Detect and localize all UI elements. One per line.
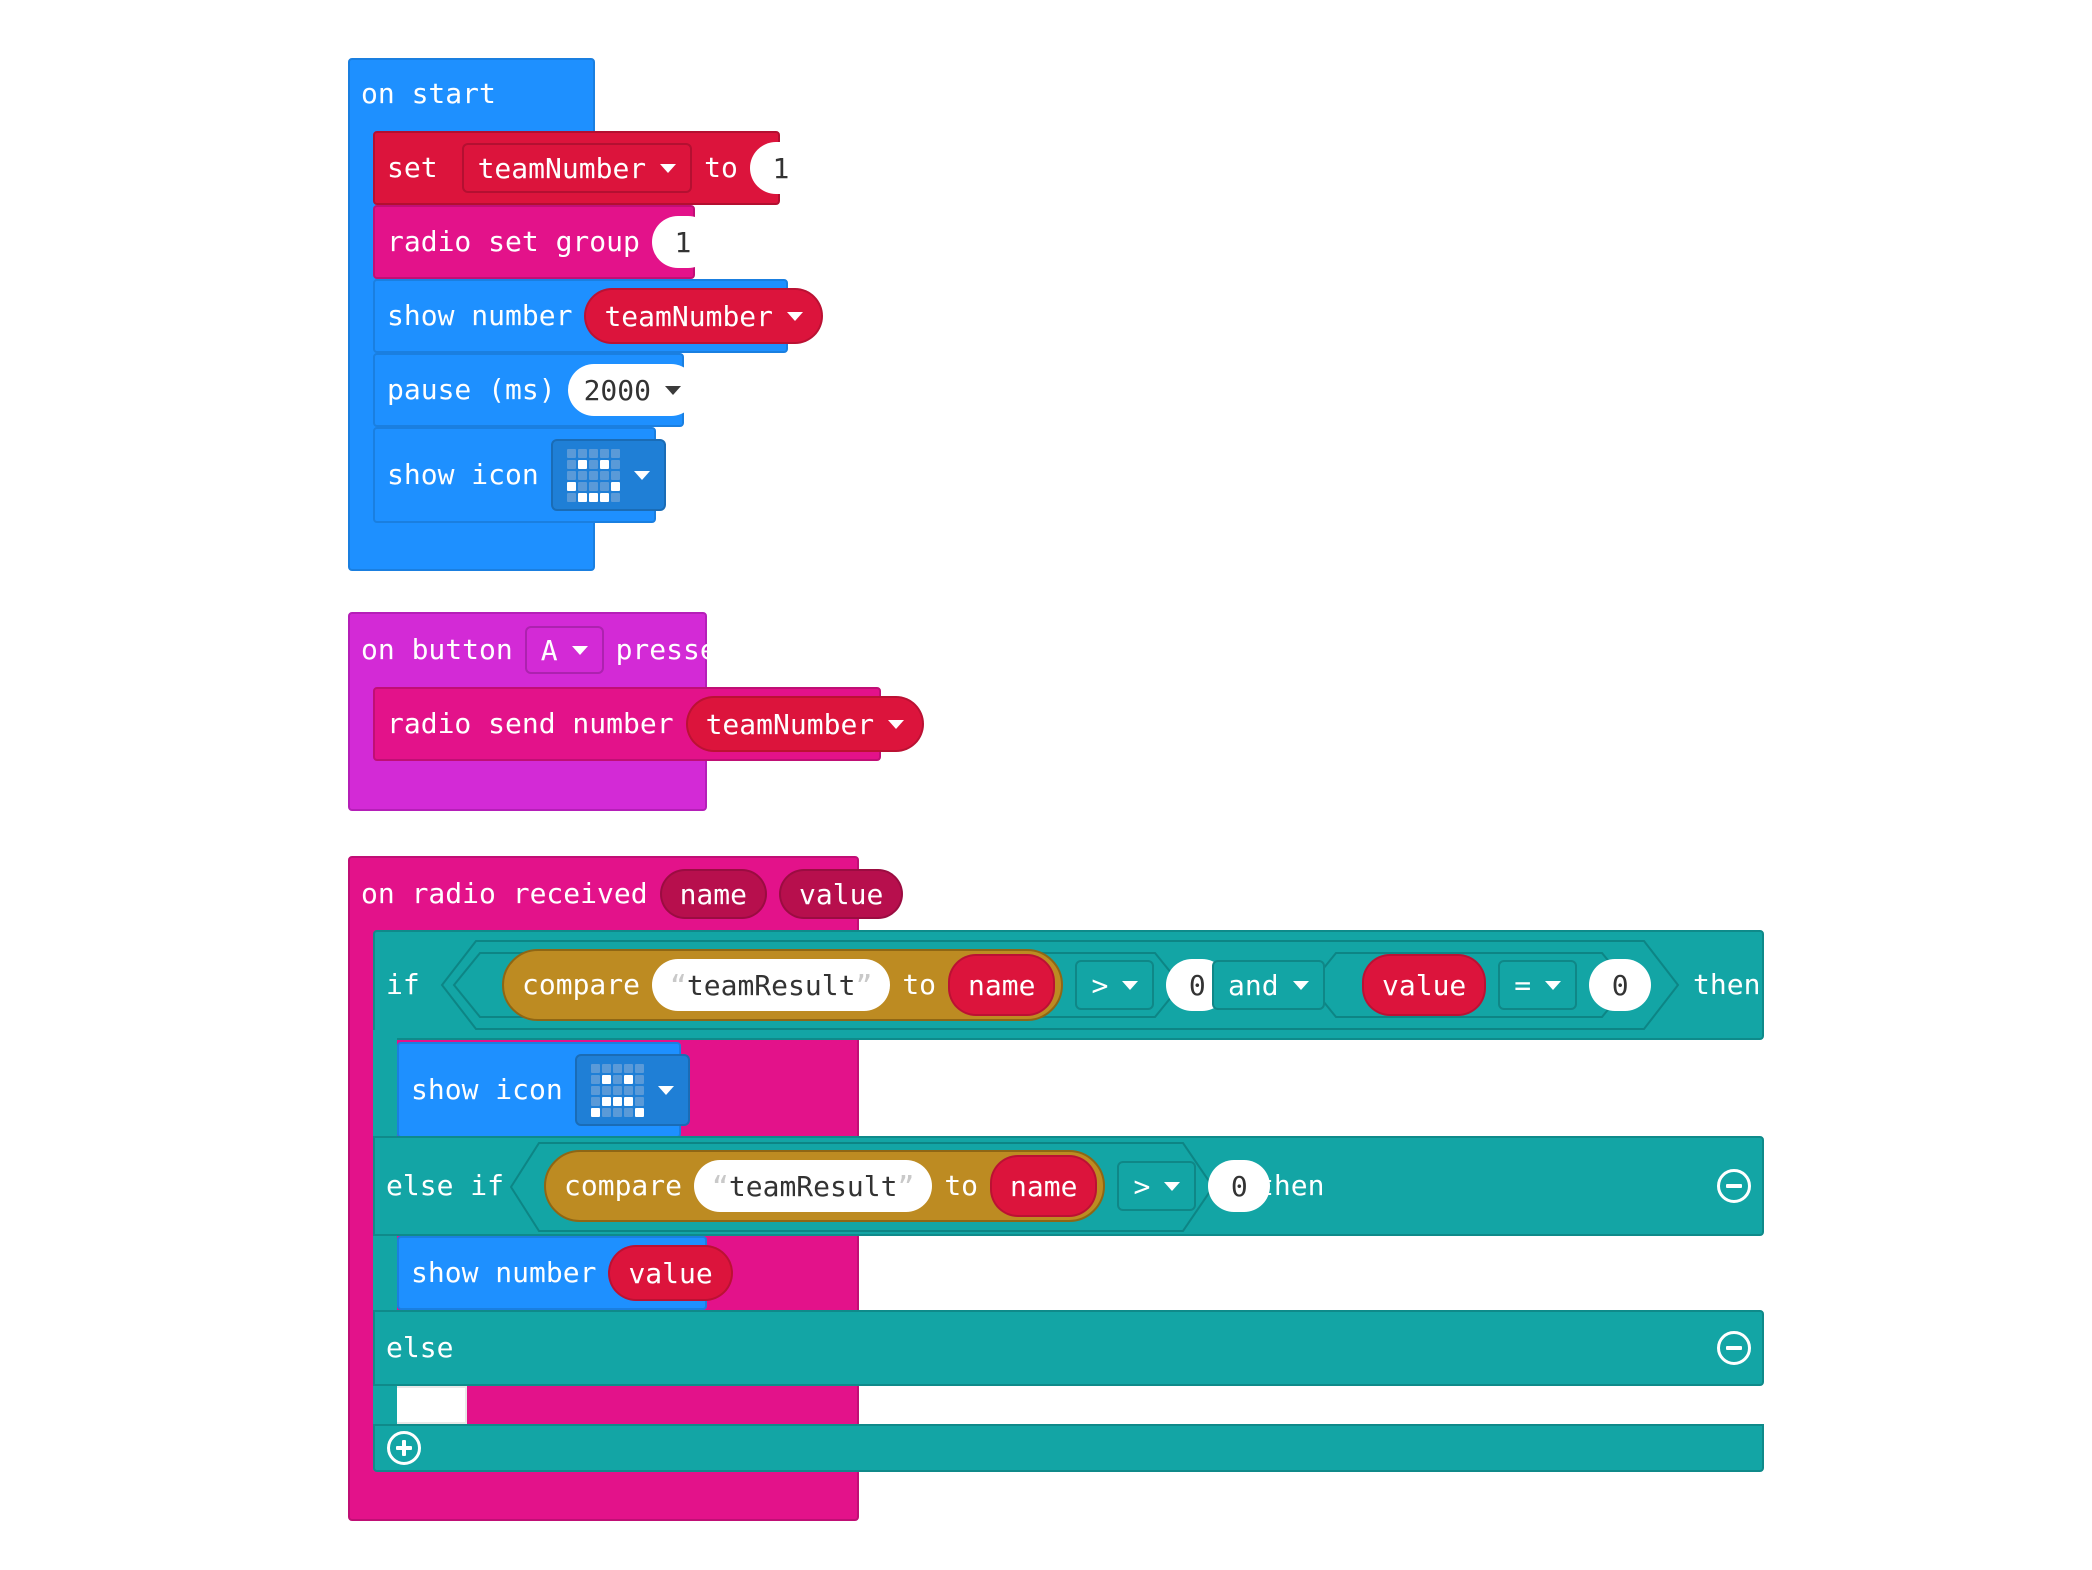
button-dropdown[interactable]: A xyxy=(524,626,604,674)
icon-dropdown[interactable] xyxy=(550,439,666,511)
variable-reporter[interactable]: teamNumber xyxy=(685,696,925,752)
to-label: to xyxy=(902,968,937,1001)
on-start-label: on start xyxy=(361,77,496,110)
radio-set-group-label: radio set group xyxy=(387,225,640,258)
radio-send-number-label: radio send number xyxy=(387,707,674,740)
remove-else-if-icon[interactable] xyxy=(1717,1169,1751,1203)
button-name: A xyxy=(540,633,558,667)
and-label: and xyxy=(1228,968,1279,1002)
show-number-label: show number xyxy=(411,1256,597,1289)
variable-name: teamNumber xyxy=(705,707,875,741)
show-icon-label: show icon xyxy=(387,458,539,491)
zero-input[interactable]: 0 xyxy=(1589,959,1652,1011)
value-reporter[interactable]: value xyxy=(1362,954,1487,1016)
pause-label: pause (ms) xyxy=(387,373,556,406)
chevron-down-icon xyxy=(1292,980,1309,990)
string-input[interactable]: “teamResult” xyxy=(652,959,891,1011)
compare-block[interactable]: compare “teamResult” to name xyxy=(502,949,1064,1021)
variable-dropdown[interactable]: teamNumber xyxy=(461,143,693,193)
operator-value: > xyxy=(1133,1169,1151,1203)
chevron-down-icon xyxy=(657,1085,674,1095)
variable-name: teamNumber xyxy=(604,299,774,333)
chevron-down-icon xyxy=(888,719,905,729)
else-row[interactable] xyxy=(373,1310,1764,1386)
pause-value: 2000 xyxy=(583,373,652,407)
equals-value: = xyxy=(1514,968,1532,1002)
open-quote: “ xyxy=(712,1169,729,1203)
chevron-down-icon xyxy=(1122,980,1139,990)
operator-dropdown[interactable]: > xyxy=(1117,1161,1197,1211)
chevron-down-icon xyxy=(633,470,650,480)
else-label: else xyxy=(386,1331,454,1364)
to-label: to xyxy=(704,151,738,184)
then-label: then xyxy=(1693,968,1761,1001)
close-quote: ” xyxy=(897,1169,915,1203)
then-label: then xyxy=(1257,1169,1325,1202)
close-quote: ” xyxy=(855,968,873,1002)
add-else-if-icon[interactable] xyxy=(387,1431,421,1465)
if-footer xyxy=(373,1424,1764,1472)
smiley-icon xyxy=(566,448,620,502)
variable-reporter[interactable]: teamNumber xyxy=(584,288,824,344)
remove-else-icon[interactable] xyxy=(1717,1331,1751,1365)
chevron-down-icon xyxy=(665,385,682,395)
to-label: to xyxy=(944,1169,979,1202)
sad-face-icon xyxy=(590,1063,644,1117)
chevron-down-icon xyxy=(1164,1181,1181,1191)
compare-label: compare xyxy=(564,1169,683,1202)
param-value-reporter[interactable]: value xyxy=(779,869,904,919)
equals-dropdown[interactable]: = xyxy=(1498,960,1578,1010)
zero-input[interactable]: 0 xyxy=(1208,1160,1271,1212)
string-value: teamResult xyxy=(728,1169,898,1203)
group-value-input[interactable]: 1 xyxy=(651,216,714,268)
on-button-label: on button xyxy=(361,633,513,666)
radio-set-group-block[interactable] xyxy=(373,205,695,279)
chevron-down-icon xyxy=(787,311,804,321)
chevron-down-icon xyxy=(1545,980,1562,990)
else-if-label: else if xyxy=(386,1169,505,1202)
show-number-label: show number xyxy=(387,299,573,332)
param-name-reporter[interactable]: name xyxy=(659,869,768,919)
on-radio-received-label: on radio received xyxy=(361,877,648,910)
and-or-dropdown[interactable]: and xyxy=(1212,960,1325,1010)
name-reporter[interactable]: name xyxy=(990,1155,1098,1217)
set-label: set xyxy=(387,151,438,184)
compare-label: compare xyxy=(522,968,641,1001)
variable-name: teamNumber xyxy=(477,151,647,185)
show-icon-label: show icon xyxy=(411,1073,563,1106)
operator-dropdown[interactable]: > xyxy=(1075,960,1155,1010)
chevron-down-icon xyxy=(571,645,588,655)
string-value: teamResult xyxy=(686,968,856,1002)
icon-dropdown[interactable] xyxy=(574,1054,690,1126)
pause-value-dropdown[interactable]: 2000 xyxy=(567,364,698,416)
pressed-label: pressed xyxy=(615,633,734,666)
string-input[interactable]: “teamResult” xyxy=(694,1160,933,1212)
set-value-input[interactable]: 1 xyxy=(749,142,812,194)
chevron-down-icon xyxy=(660,163,677,173)
empty-else-slot[interactable] xyxy=(397,1386,467,1424)
value-reporter[interactable]: value xyxy=(608,1245,733,1301)
operator-value: > xyxy=(1091,968,1109,1002)
name-reporter[interactable]: name xyxy=(948,954,1056,1016)
if-arm xyxy=(373,1030,397,1470)
open-quote: “ xyxy=(670,968,687,1002)
if-label: if xyxy=(386,968,420,1001)
compare-block[interactable]: compare “teamResult” to name xyxy=(544,1150,1106,1222)
